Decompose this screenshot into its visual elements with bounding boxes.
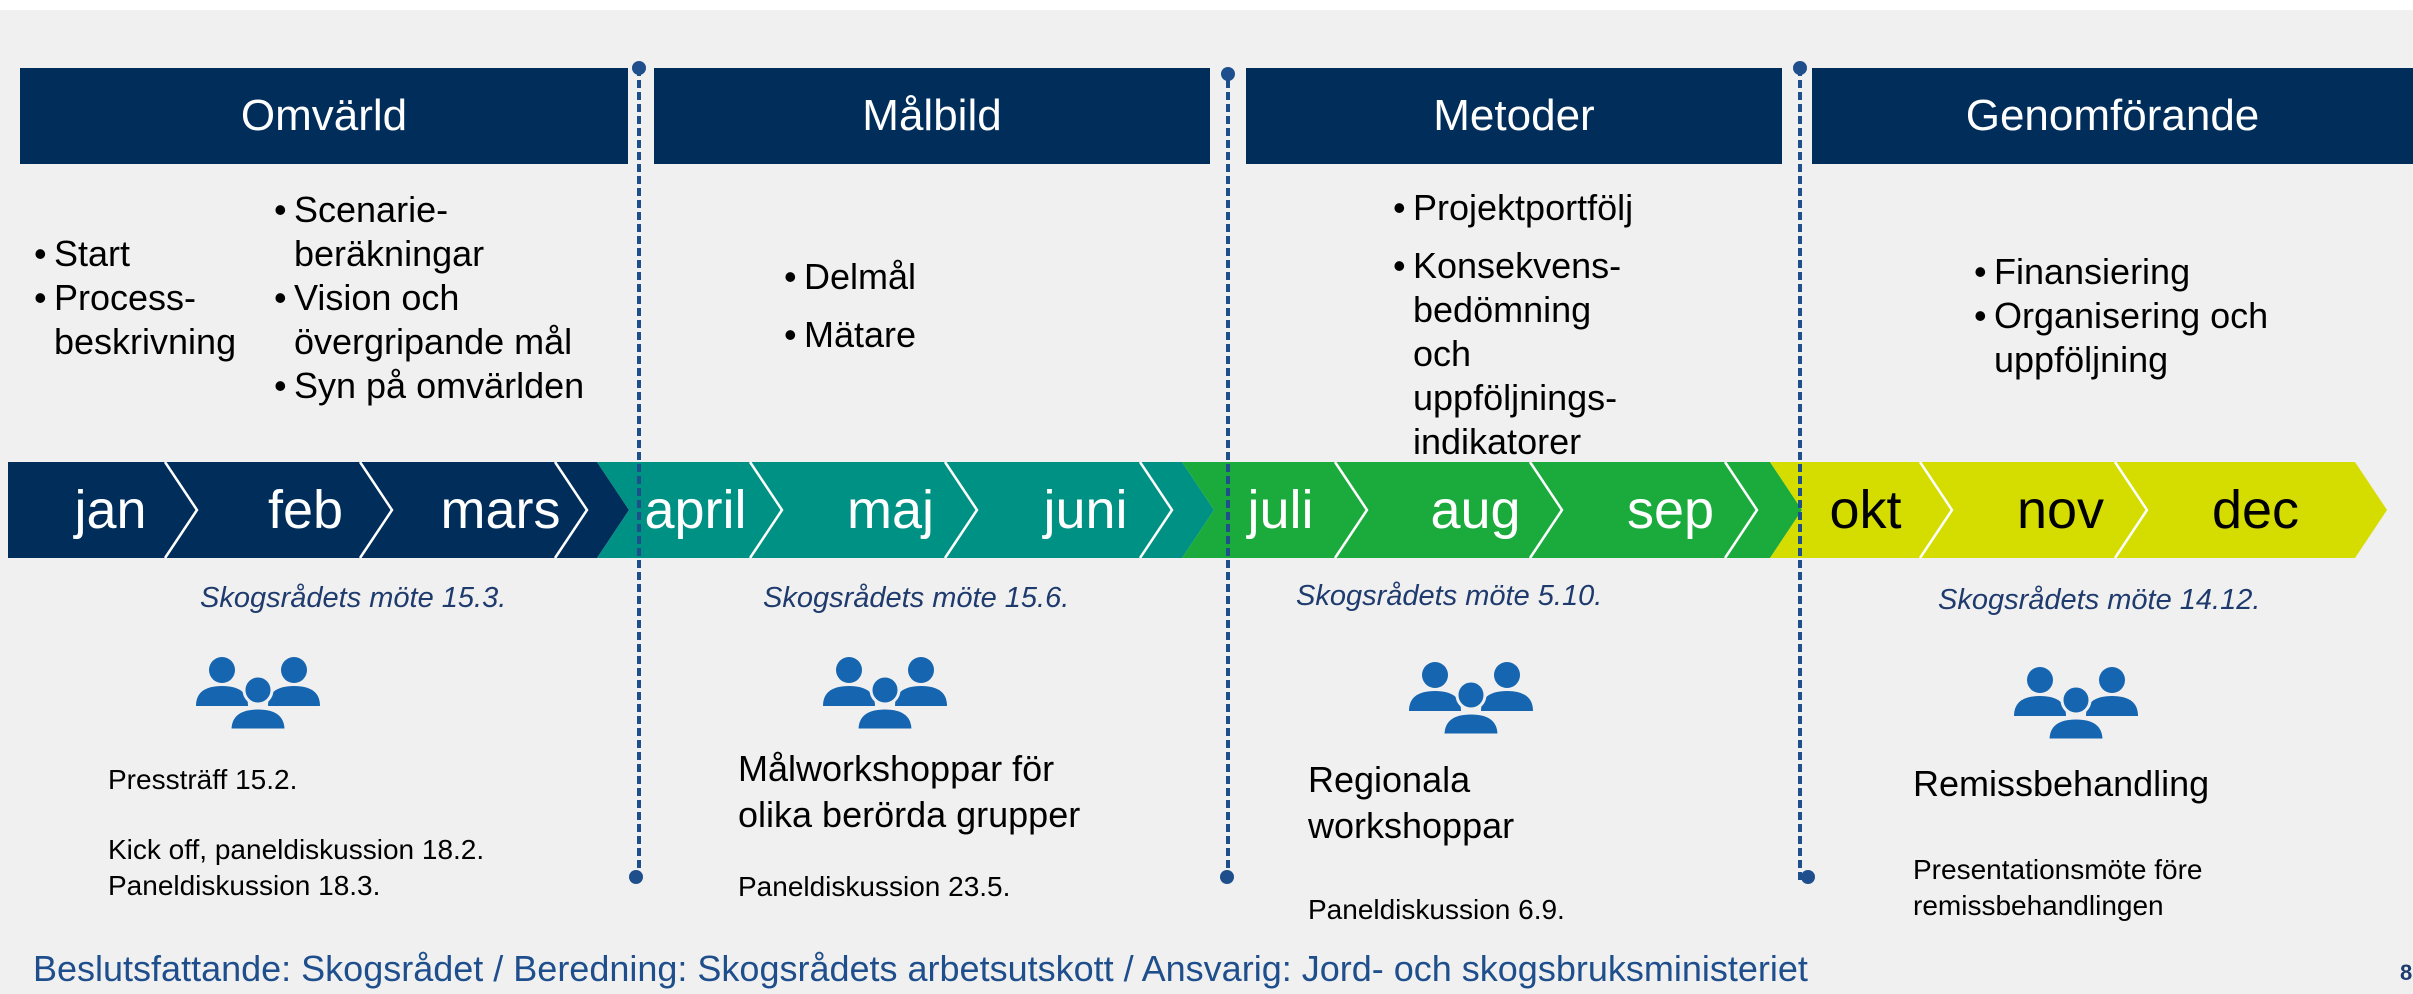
month-separator — [358, 461, 394, 559]
month-label: okt — [1829, 480, 1902, 540]
month-separator — [1333, 461, 1369, 559]
divider-q2-q3 — [1226, 68, 1230, 880]
month-separator — [1528, 461, 1564, 559]
page-number: 8 — [2400, 960, 2413, 985]
footer-responsibility: Beslutsfattande: Skogsrådet / Beredning:… — [33, 948, 1808, 989]
divider-top-dot — [1221, 67, 1235, 81]
month-label: aug — [1430, 480, 1521, 540]
bullets-omvarld-right: Scenarie- beräkningar Vision och övergri… — [274, 188, 584, 408]
month-label: feb — [267, 480, 344, 540]
chevron-segment — [8, 462, 629, 558]
meeting-label-q1: Skogsrådets möte 15.3. — [200, 582, 507, 614]
month-label: nov — [2016, 480, 2105, 540]
event-presstraff: Pressträff 15.2. — [108, 764, 298, 795]
people-group-icon — [823, 654, 947, 735]
month-separator — [1723, 461, 1759, 559]
people-group-icon — [1409, 659, 1533, 740]
bullets-metoder: Projektportfölj Konsekvens- bedömning oc… — [1393, 186, 1633, 464]
meeting-label-q4: Skogsrådets möte 14.12. — [1938, 584, 2261, 616]
event-kickoff: Kick off, paneldiskussion 18.2. — [108, 834, 485, 865]
bullet-item: Scenarie- beräkningar — [274, 188, 584, 276]
top-band — [0, 0, 2413, 10]
divider-bottom-dot — [1801, 870, 1815, 884]
event-malworkshoppar: Målworkshoppar för olika berörda grupper — [738, 748, 1081, 835]
people-group-icon — [2014, 664, 2138, 745]
month-separator — [553, 461, 589, 559]
phase-header-omvarld: Omvärld — [20, 68, 628, 164]
event-paneldiskussion-q1: Paneldiskussion 18.3. — [108, 870, 381, 901]
bullet-item: Projektportfölj — [1393, 186, 1633, 230]
month-label: april — [644, 480, 747, 540]
bullet-item: Syn på omvärlden — [274, 364, 584, 408]
bullet-item: Vision och övergripande mål — [274, 276, 584, 364]
month-separator — [163, 461, 199, 559]
event-remissbehandling: Remissbehandling — [1913, 763, 2210, 804]
chevron-segment — [1770, 462, 2387, 558]
month-label: dec — [2211, 480, 2300, 540]
month-label: juni — [1043, 480, 1128, 540]
divider-bottom-dot — [629, 870, 643, 884]
divider-top-dot — [1793, 61, 1807, 75]
bullet-item: Finansiering — [1974, 250, 2268, 294]
meeting-label-q3: Skogsrådets möte 5.10. — [1296, 580, 1603, 612]
event-presentationsmote: Presentationsmöte före remissbehandlinge… — [1913, 854, 2203, 921]
phase-header-metoder: Metoder — [1246, 68, 1782, 164]
phase-header-malbild: Målbild — [654, 68, 1210, 164]
bullets-genomforande: Finansiering Organisering och uppföljnin… — [1974, 250, 2268, 382]
chevron-segment — [1182, 462, 1802, 558]
month-separator — [943, 461, 979, 559]
divider-top-dot — [632, 61, 646, 75]
bullet-item: Process- beskrivning — [34, 276, 236, 364]
bullet-item: Delmål — [784, 248, 916, 306]
month-label: mars — [440, 480, 561, 540]
chevron-segment — [597, 462, 1214, 558]
event-paneldiskussion-q2: Paneldiskussion 23.5. — [738, 871, 1011, 902]
event-paneldiskussion-q3: Paneldiskussion 6.9. — [1308, 894, 1565, 925]
divider-bottom-dot — [1220, 870, 1234, 884]
bullets-omvarld-left: Start Process- beskrivning — [34, 232, 236, 364]
meeting-label-q2: Skogsrådets möte 15.6. — [763, 582, 1070, 614]
month-separator — [748, 461, 784, 559]
bullet-item: Organisering och uppföljning — [1974, 294, 2268, 382]
month-label: jan — [74, 480, 147, 540]
divider-q1-q2 — [637, 68, 641, 880]
bullet-item: Start — [34, 232, 236, 276]
month-separator — [2113, 461, 2149, 559]
month-label: maj — [846, 480, 934, 540]
divider-q3-q4 — [1798, 68, 1802, 880]
bullets-malbild: Delmål Mätare — [784, 248, 916, 364]
bullet-item: Konsekvens- bedömning och uppföljnings- … — [1393, 244, 1633, 464]
month-separator — [1138, 461, 1174, 559]
phase-header-genomforande: Genomförande — [1812, 68, 2413, 164]
month-label: sep — [1626, 480, 1715, 540]
month-separator — [1918, 461, 1954, 559]
people-group-icon — [196, 654, 320, 735]
bullet-item: Mätare — [784, 306, 916, 364]
event-regionala-workshoppar: Regionala workshoppar — [1308, 759, 1515, 846]
month-label: juli — [1247, 480, 1314, 540]
